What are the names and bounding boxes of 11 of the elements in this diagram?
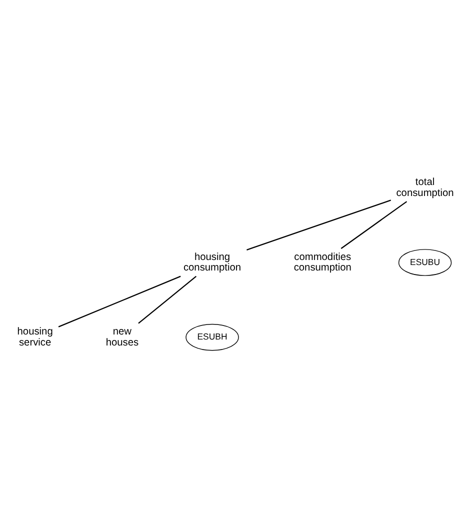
- node-text: housing service: [17, 326, 53, 348]
- connector: [246, 199, 392, 250]
- label: ESUBU: [410, 256, 440, 266]
- node-text: total consumption: [396, 176, 454, 198]
- connector: [340, 200, 408, 248]
- connector: [138, 275, 197, 324]
- label: ESUBH: [197, 331, 228, 342]
- node-text: commodities consumption: [294, 251, 352, 274]
- node-text: housing consumption: [183, 251, 242, 274]
- connector: [58, 275, 181, 327]
- node-text: new houses: [106, 326, 139, 348]
